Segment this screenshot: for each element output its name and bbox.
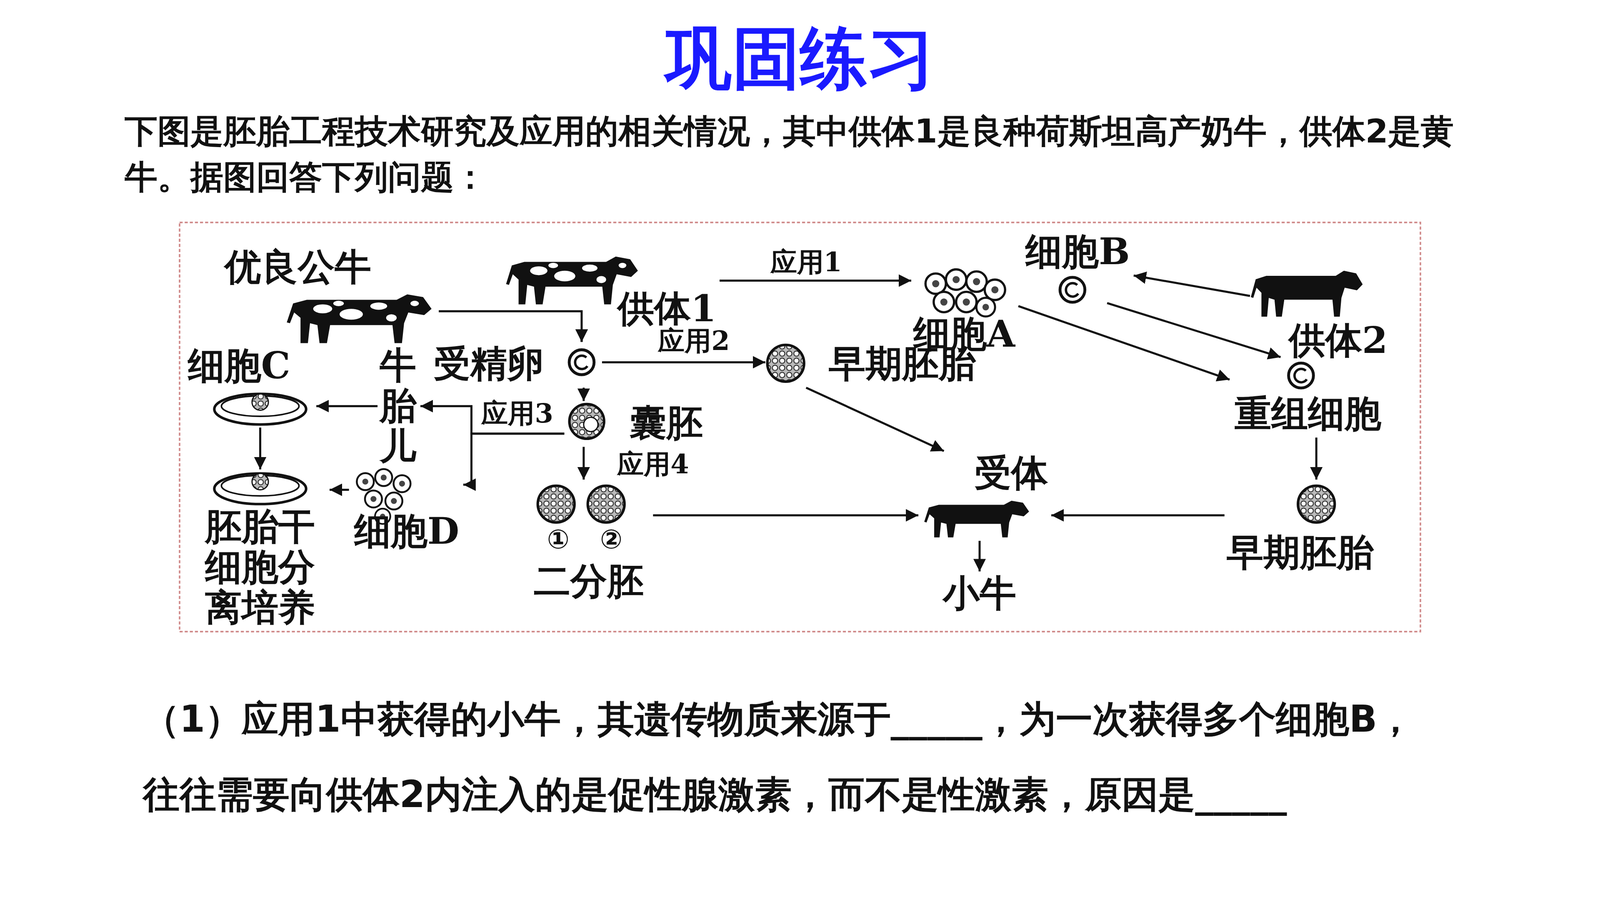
donor2-figure — [1250, 270, 1363, 317]
arrow-connector — [1051, 514, 1225, 517]
diagram-node: 细胞C — [185, 343, 317, 428]
edge-label: 应用1 — [767, 247, 845, 278]
arrow-connector — [582, 446, 585, 480]
diagram-node: 囊胚 — [564, 400, 710, 447]
arrow-connector — [719, 279, 912, 282]
diagram-node: 牛胎儿 — [377, 345, 421, 468]
cells-a-figure — [925, 269, 1005, 317]
diagram-node: 细胞D — [349, 464, 464, 555]
arrow-connector — [463, 433, 565, 485]
node-label: 细胞B — [1025, 229, 1130, 274]
node-label: 受体 — [974, 450, 1048, 495]
intro-text: 下图是胚胎工程技术研究及应用的相关情况，其中供体1是良种荷斯坦高产奶牛，供体2是… — [124, 108, 1465, 201]
diagram-node: 小牛 — [940, 571, 1025, 618]
recipient-figure — [924, 500, 1030, 538]
diagram-node: 细胞B — [1023, 229, 1134, 303]
diagram-node: 二分胚 — [525, 479, 653, 605]
arrow-connector — [1315, 437, 1318, 480]
node-label: 优良公牛 — [224, 245, 372, 290]
dish-c-figure — [214, 393, 306, 425]
early-embryo-figure — [767, 345, 805, 382]
node-label: 受精卵 — [433, 341, 544, 386]
early-embryo-figure — [1297, 485, 1335, 523]
callout-number: ① — [547, 523, 570, 555]
arrow-connector — [652, 514, 919, 517]
diagram-node: 供体2 — [1250, 267, 1391, 365]
half-embryo-figure — [537, 485, 575, 523]
arrow-connector — [582, 387, 585, 401]
cell-b-figure — [1060, 277, 1085, 303]
arrow-connector — [978, 540, 981, 572]
node-label: 二分胚 — [533, 559, 644, 604]
diagram-node: 受体 — [918, 450, 1052, 541]
diagram-node: 重组细胞 — [1229, 357, 1398, 438]
diagram-node: 胚胎干细胞分离培养 — [202, 469, 330, 631]
node-label: 早期胚胎 — [828, 341, 976, 386]
dish-es-figure — [214, 473, 306, 504]
node-label: 供体2 — [1288, 318, 1388, 363]
zygote-figure — [569, 350, 595, 375]
blastocyst-figure — [569, 404, 605, 439]
arrow-connector — [329, 488, 350, 491]
diagram-node: 受精卵 — [428, 341, 603, 388]
arrow-connector — [316, 405, 378, 408]
node-label: 牛胎儿 — [379, 345, 417, 467]
node-label: 囊胚 — [629, 400, 703, 445]
diagram-node: 供体1 — [500, 250, 720, 333]
arrow-connector — [1133, 275, 1250, 296]
question-text: （1）应用1中获得的小牛，其遗传物质来源于_____，为一次获得多个细胞B，往往… — [142, 681, 1427, 833]
half-embryo-figure — [587, 485, 625, 523]
diagram-node: 早期胚胎 — [1224, 479, 1393, 577]
node-label: 早期胚胎 — [1226, 530, 1374, 575]
node-label: 供体1 — [617, 286, 717, 331]
node-label: 细胞D — [354, 509, 460, 554]
node-label: 细胞C — [187, 343, 291, 388]
diagram-node: 早期胚胎 — [765, 341, 995, 388]
arrow-connector — [1018, 306, 1230, 380]
edge-label: 应用4 — [614, 449, 692, 480]
bull-figure — [286, 294, 432, 344]
arrow-connector — [806, 387, 945, 451]
arrow-connector — [438, 311, 582, 342]
slide-title: 巩固练习 — [0, 18, 1600, 100]
node-label: 胚胎干细胞分离培养 — [205, 506, 318, 628]
node-label: 重组细胞 — [1234, 391, 1382, 436]
edge-label: 应用2 — [655, 325, 733, 356]
arrow-connector — [580, 332, 583, 342]
arrow-connector — [602, 361, 766, 364]
arrow-connector — [259, 427, 262, 470]
diagram-node: 优良公牛 — [219, 245, 440, 348]
node-label: 小牛 — [942, 571, 1017, 616]
diagram-frame — [179, 222, 1421, 632]
edge-label: 应用3 — [478, 397, 556, 429]
callout-number: ② — [600, 523, 623, 555]
arrow-connector — [1107, 302, 1281, 358]
recombinant-cell-figure — [1288, 362, 1314, 388]
